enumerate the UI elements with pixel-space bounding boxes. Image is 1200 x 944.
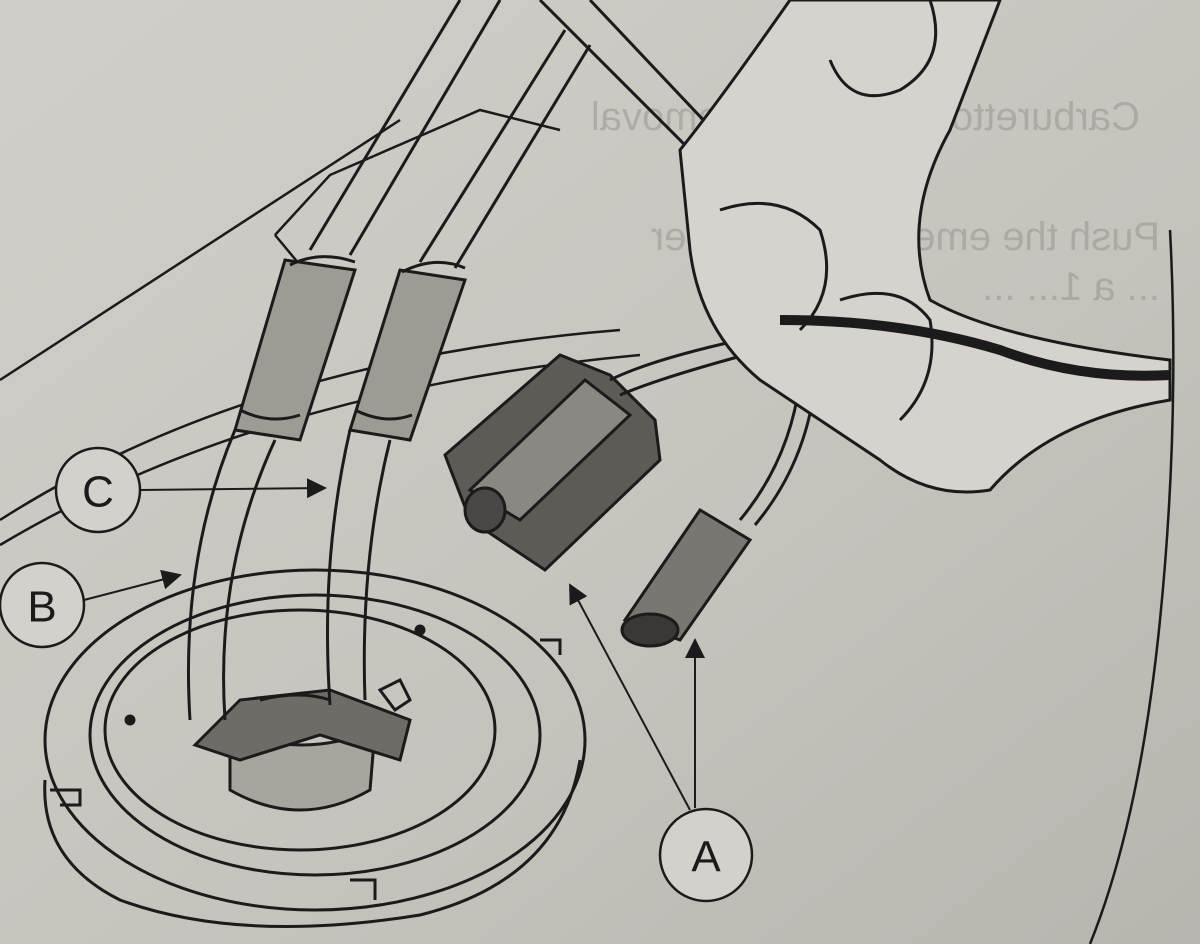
- callout-a-label: A: [691, 833, 721, 882]
- electrical-connector-plug: [620, 507, 753, 648]
- callout-a-arrow-connector: [569, 583, 691, 811]
- callout-b: B: [0, 561, 182, 649]
- hand-illustration: [678, 0, 1172, 494]
- fuel-hose-c: [326, 429, 392, 706]
- ghost-line-3: ... a 1... ...: [982, 265, 1160, 309]
- callout-b-circle: [0, 561, 86, 649]
- callout-c-label: C: [82, 468, 114, 517]
- pump-locking-ring: [43, 568, 587, 929]
- callout-b-label: B: [27, 583, 56, 632]
- pump-outlet-fitting: [192, 677, 412, 812]
- fuel-hose-b: [186, 429, 277, 721]
- callout-c: C: [54, 446, 327, 534]
- callout-b-arrow: [83, 569, 182, 601]
- callout-a-circle: [658, 807, 754, 903]
- hose-sleeves: [233, 255, 468, 442]
- callout-a: A: [569, 583, 754, 903]
- callout-c-arrow: [139, 478, 327, 499]
- electrical-connector-block: [443, 353, 662, 572]
